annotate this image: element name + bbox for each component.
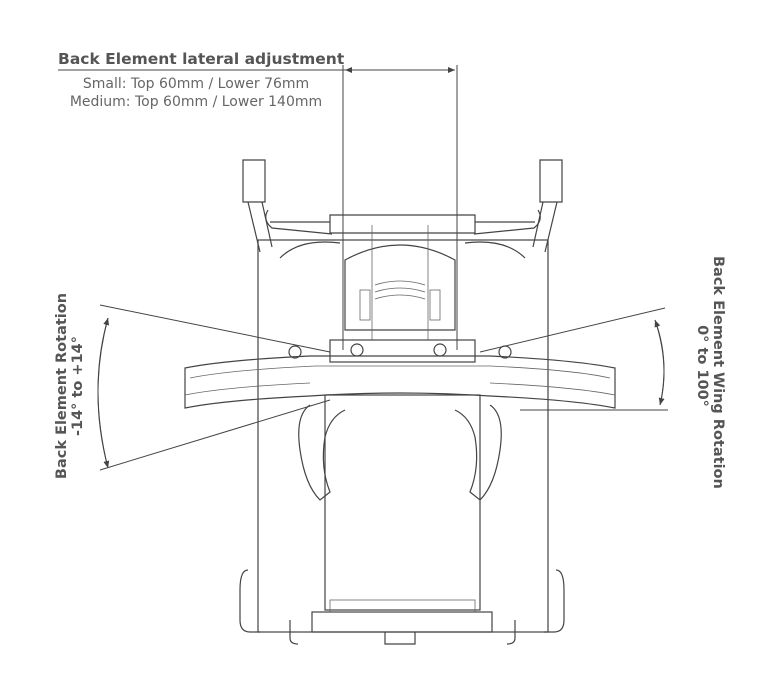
lateral-supports [298,404,502,501]
left-rotation-title: Back Element Rotation [54,292,70,480]
back-element [329,225,476,363]
left-rotation-range: -14° to +14° [70,336,86,437]
rotation-dimension-right [479,307,668,411]
left-rotation-label: Back Element Rotation -14° to +14° [54,286,86,486]
push-handles [242,159,563,259]
rotation-dimension-left [97,304,331,471]
lateral-adjustment-title: Back Element lateral adjustment [58,50,345,68]
right-rotation-label: Back Element Wing Rotation 0° to 100° [694,256,726,489]
lateral-dimension-lines [58,65,458,350]
right-rotation-title: Back Element Wing Rotation [710,256,726,489]
back-wings [184,345,616,409]
right-rotation-range: 0° to 100° [694,325,710,407]
medium-size-spec: Medium: Top 60mm / Lower 140mm [69,94,323,110]
chassis [239,239,565,645]
small-size-spec: Small: Top 60mm / Lower 76mm [82,76,310,92]
